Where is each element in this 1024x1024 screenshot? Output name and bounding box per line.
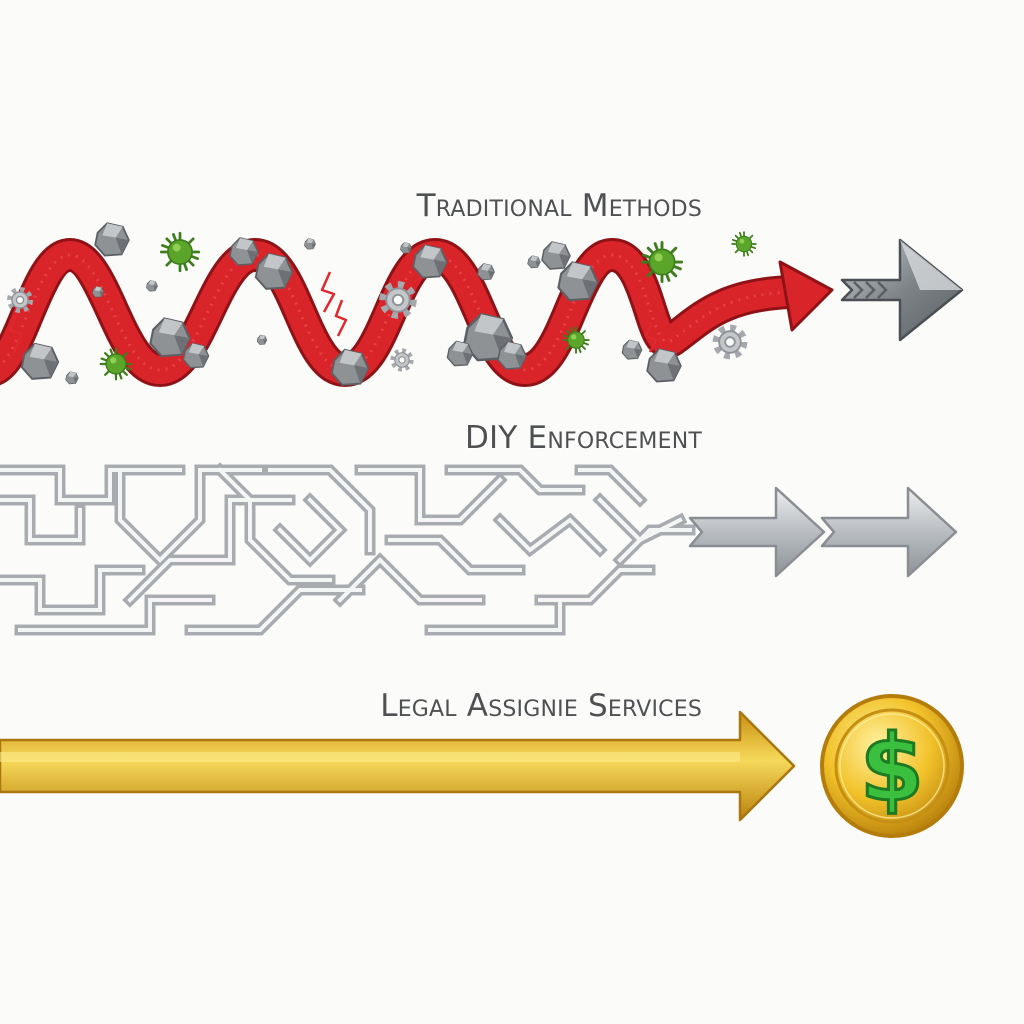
label-legal-assignie-services: Legal Assignie Services: [380, 688, 702, 724]
diy-end-arrows: [688, 486, 958, 578]
label-diy-enforcement: DIY Enforcement: [464, 420, 702, 456]
traditional-end-arrow: [840, 238, 964, 342]
dollar-sign: $: [860, 715, 924, 822]
legal-gold-arrow: [0, 710, 796, 822]
traditional-red-arrowhead: [778, 260, 834, 332]
label-traditional-methods: Traditional Methods: [416, 188, 702, 224]
dollar-coin-icon: [820, 694, 964, 838]
crack-marks: [8, 271, 658, 353]
diy-maze: [0, 462, 696, 636]
traditional-methods-path: [0, 238, 792, 387]
